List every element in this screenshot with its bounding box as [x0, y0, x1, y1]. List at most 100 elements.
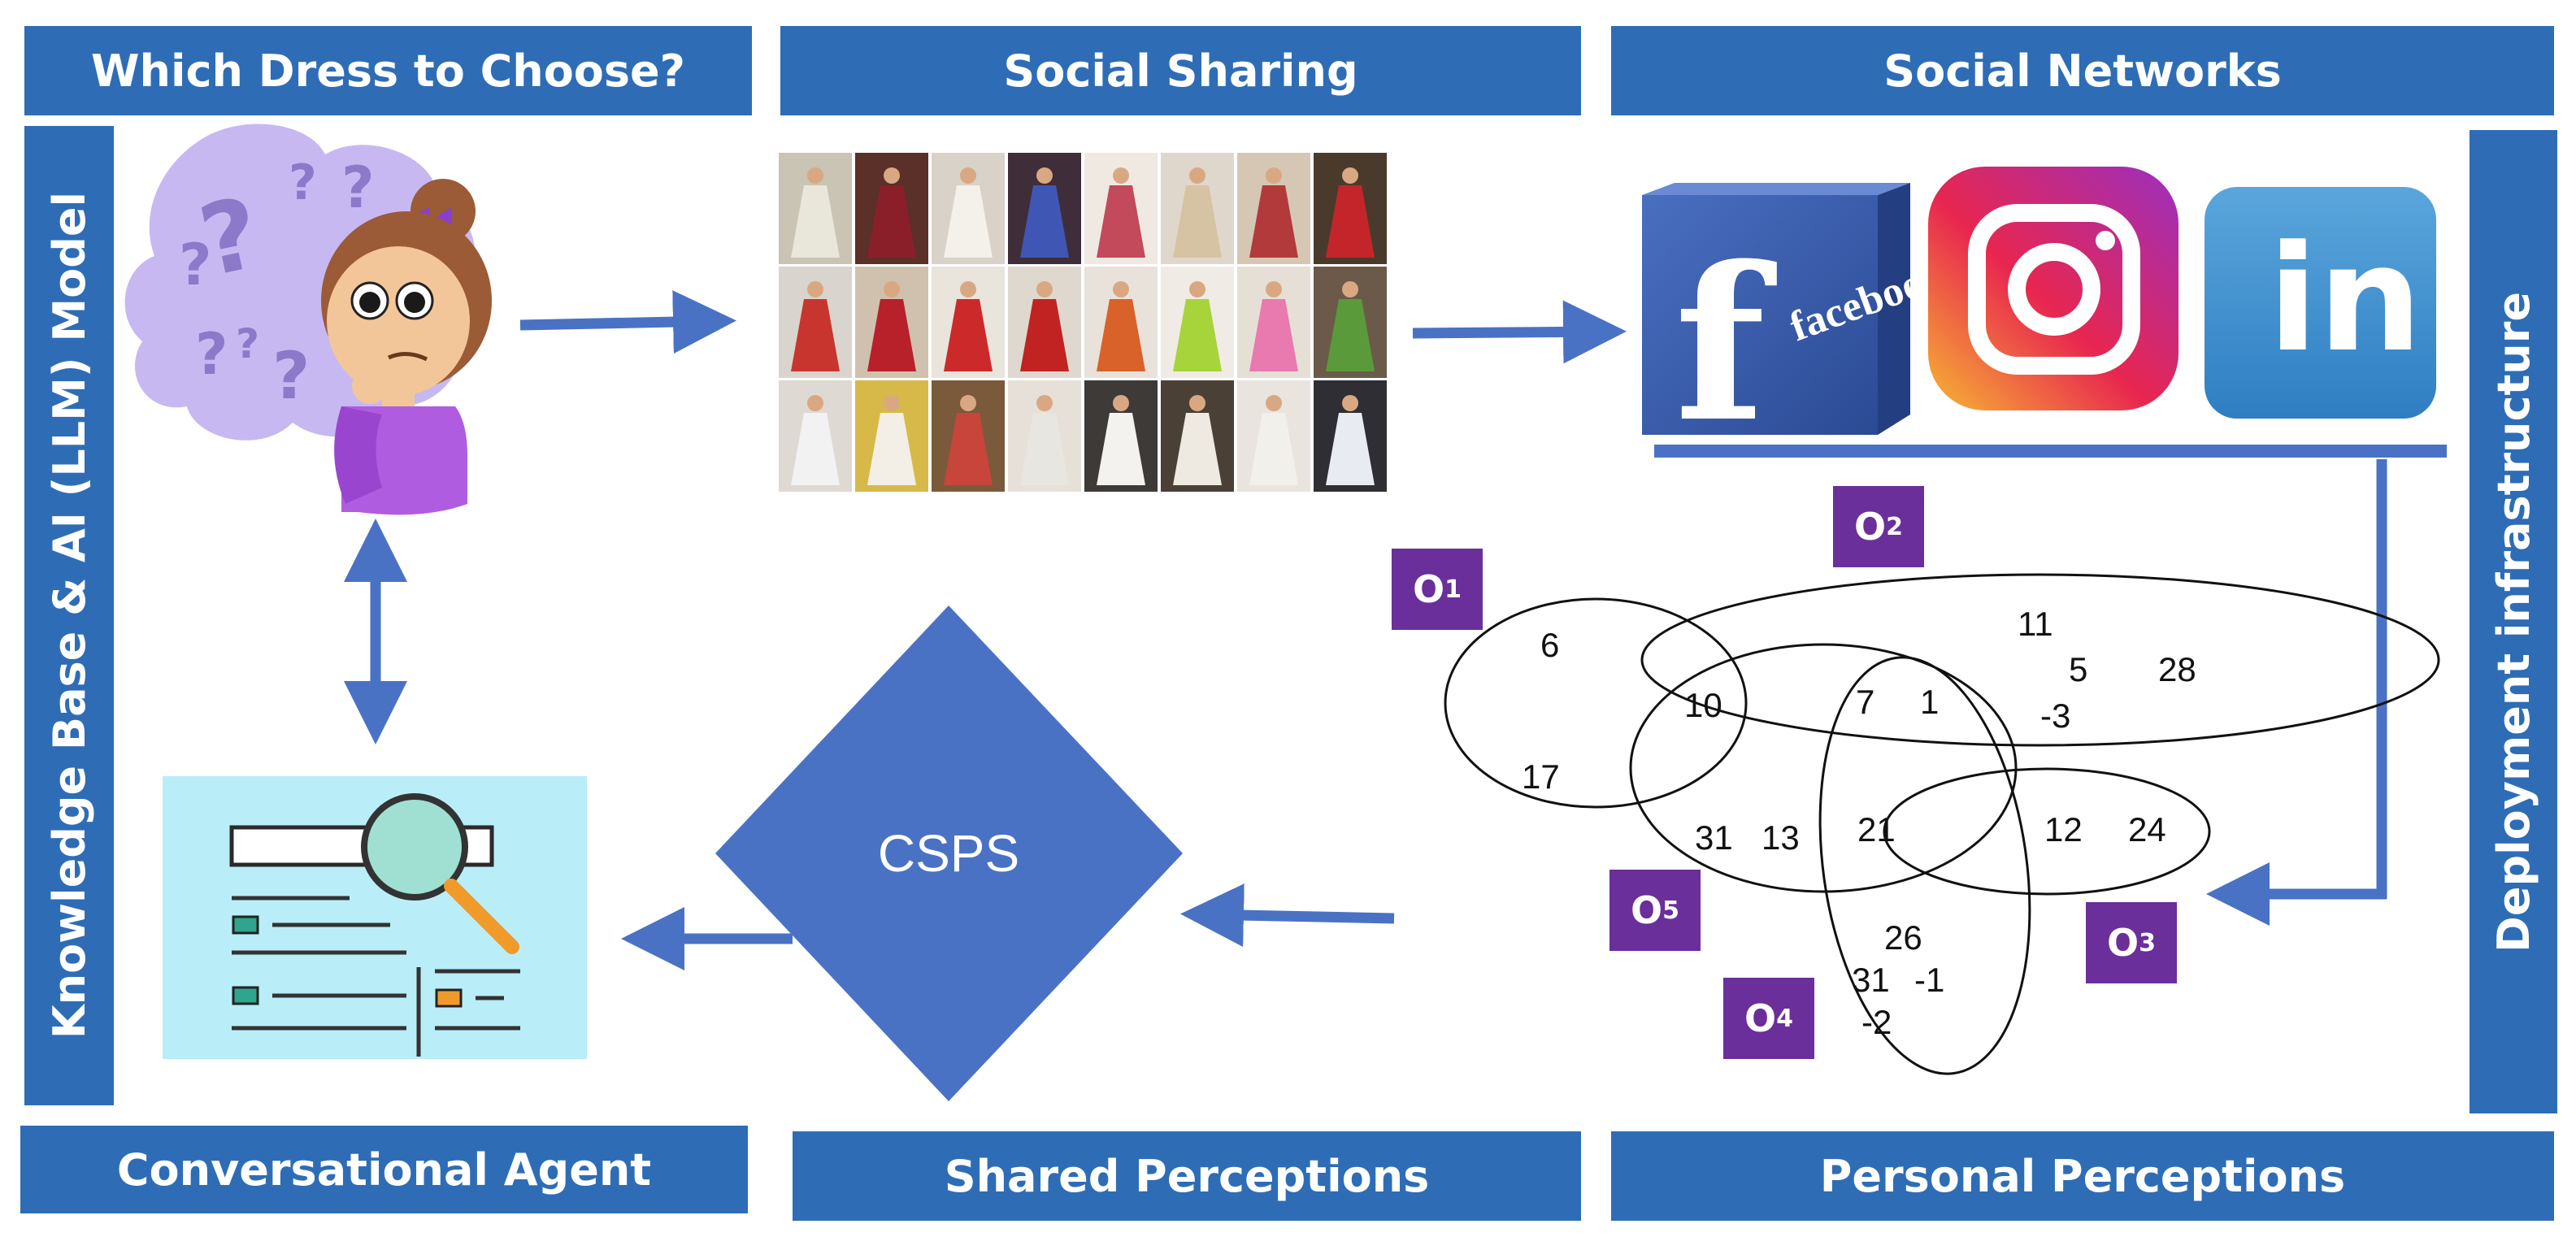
dress-photo [855, 380, 928, 492]
dress-shape [1326, 185, 1375, 258]
banner-label: Shared Perceptions [944, 1150, 1430, 1202]
model-head [1266, 167, 1282, 184]
venn-value: 17 [1522, 757, 1560, 796]
venn-value: 5 [2069, 650, 2087, 688]
dress-shape [867, 185, 916, 258]
dress-photo [779, 380, 852, 492]
dress-shape [867, 299, 916, 371]
left-pupil [359, 292, 380, 313]
question-mark-7: ? [236, 320, 259, 367]
badge-letter: O [1744, 996, 1777, 1040]
dress-shape [944, 413, 993, 485]
model-head [1113, 281, 1129, 297]
banner-label: Social Sharing [1003, 45, 1358, 97]
dress-shape [791, 185, 840, 258]
venn-set-o2 [1640, 573, 2440, 747]
venn-set-o3 [1883, 767, 2211, 896]
venn-value: 21 [1857, 810, 1896, 849]
dress-photo [855, 153, 928, 264]
banner-personal-perceptions: Personal Perceptions [1611, 1131, 2554, 1221]
dress-shape [1020, 185, 1069, 258]
arrow-sharing-to-networks [1412, 300, 1627, 364]
dress-shape [1173, 299, 1222, 371]
dress-shape [1173, 413, 1222, 485]
hand [352, 368, 388, 404]
badge-index: 5 [1662, 896, 1679, 925]
venn-value: 31 [1852, 961, 1890, 999]
banner-label: Social Networks [1883, 45, 2282, 97]
model-head [1113, 395, 1129, 411]
model-head [1036, 281, 1053, 297]
model-head [1342, 281, 1358, 297]
right-pupil [404, 292, 425, 313]
dress-shape [1020, 299, 1069, 371]
question-mark-5: ? [195, 321, 228, 388]
badge-index: 2 [1886, 512, 1903, 541]
banner-social-networks: Social Networks [1611, 26, 2554, 115]
model-head [884, 281, 900, 297]
conversational-agent-illustration [163, 776, 587, 1059]
dress-photo [1161, 153, 1234, 264]
dress-shape [867, 413, 916, 485]
banner-deployment-infrastructure: Deployment infrastructure [2470, 130, 2557, 1113]
dress-photo [779, 153, 852, 264]
bullet-icon [232, 915, 259, 935]
csps-diamond [715, 605, 1183, 1101]
dress-shape [1326, 299, 1375, 371]
badge-index: 1 [1444, 575, 1462, 604]
venn-value: 7 [1856, 683, 1874, 721]
venn-values: 6 10 17 11 5 28 -3 7 1 31 13 21 12 24 26… [1522, 605, 2196, 1041]
dress-shape [1020, 413, 1069, 485]
model-head [807, 395, 823, 411]
dress-photo [932, 267, 1005, 378]
dress-photo [1314, 153, 1387, 264]
venn-value: 24 [2128, 810, 2166, 849]
thinking-girl-illustration: ? ? ? ? ? ? ? [124, 124, 492, 515]
banner-conversational-agent: Conversational Agent [20, 1126, 748, 1213]
camera-lens [2008, 243, 2100, 336]
dress-photo [932, 380, 1005, 492]
model-head [1036, 395, 1053, 411]
dress-photo [1237, 153, 1310, 264]
linkedin-icon: in [2205, 187, 2436, 419]
facebook-cube-icon: f facebook [1642, 183, 1952, 469]
dress-photo [1084, 153, 1158, 264]
dress-photo [1008, 153, 1081, 264]
model-head [960, 167, 976, 184]
venn-value: 11 [2018, 605, 2053, 643]
dress-shape [1097, 299, 1145, 371]
venn-value: 1 [1920, 683, 1939, 721]
venn-value: 13 [1761, 818, 1800, 857]
dress-shape [791, 299, 840, 371]
model-head [1113, 167, 1129, 184]
dress-shape [791, 413, 840, 485]
venn-value: 26 [1884, 918, 1922, 957]
banner-label: Conversational Agent [116, 1144, 652, 1196]
banner-knowledge-base: Knowledge Base & AI (LLM) Model [24, 126, 114, 1105]
arrow-infrastructure-to-personal [2206, 459, 2387, 926]
bullet-icon [232, 986, 259, 1005]
model-head [884, 167, 900, 184]
badge-index: 3 [2139, 928, 2156, 957]
linkedin-text: in [2268, 215, 2422, 384]
dress-photo [1314, 267, 1387, 378]
arm [334, 406, 382, 504]
model-head [1189, 395, 1205, 411]
badge-letter: O [1854, 505, 1887, 549]
arrow-girl-to-sharing [519, 290, 736, 354]
question-mark-3: ? [341, 154, 375, 221]
badge-letter: O [1413, 567, 1445, 611]
face [327, 246, 470, 396]
venn-value: 12 [2044, 810, 2083, 849]
dress-shape [1249, 413, 1298, 485]
dress-photo [779, 267, 852, 378]
model-head [960, 281, 976, 297]
model-head [1342, 167, 1358, 184]
question-mark-6: ? [272, 338, 310, 414]
model-head [1266, 395, 1282, 411]
